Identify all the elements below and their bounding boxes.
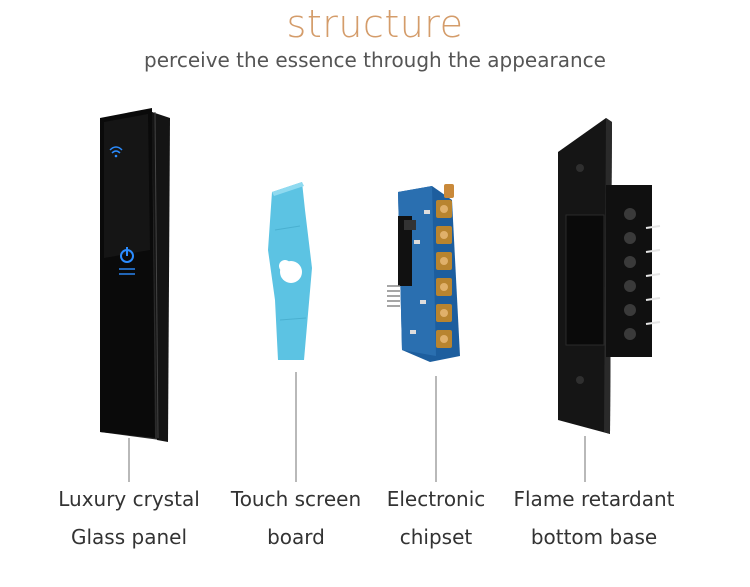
label-line: bottom base	[530, 525, 658, 549]
bottom-base-illustration	[558, 118, 661, 434]
label-line: Flame retardant	[513, 487, 675, 511]
label-line: Luxury crystal	[58, 487, 200, 511]
component-label-touch-board: Touch screen board	[218, 480, 374, 556]
touch-board-illustration	[268, 182, 312, 360]
page-title: structure	[286, 2, 464, 46]
label-line: Electronic	[386, 487, 486, 511]
component-label-chipset: Electronic chipset	[376, 480, 496, 556]
wifi-icon	[109, 146, 123, 158]
chipset-illustration	[387, 184, 460, 362]
label-line: board	[267, 525, 325, 549]
label-line: chipset	[399, 525, 473, 549]
component-label-glass-panel: Luxury crystal Glass panel	[49, 480, 209, 556]
label-line: Touch screen	[230, 487, 362, 511]
glass-panel-illustration	[100, 108, 170, 442]
component-label-bottom-base: Flame retardant bottom base	[506, 480, 682, 556]
label-line: Glass panel	[71, 525, 187, 549]
page-subtitle: perceive the essence through the appeara…	[144, 48, 606, 72]
power-icon	[119, 247, 135, 275]
